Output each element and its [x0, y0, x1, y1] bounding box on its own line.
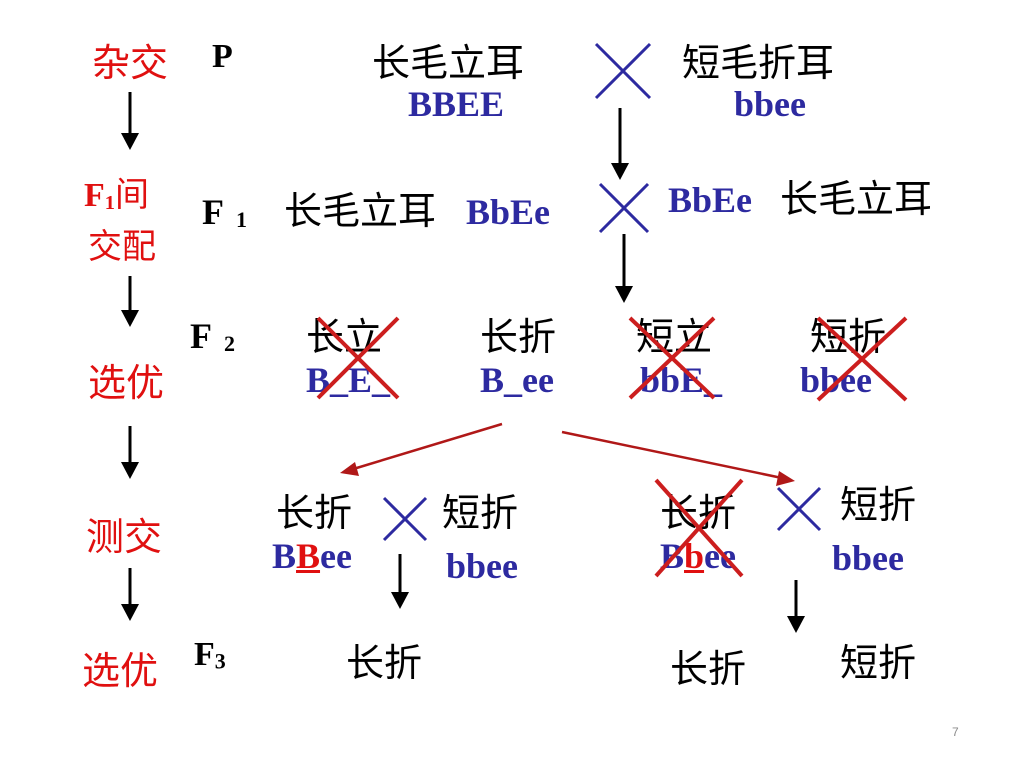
elimination-x-long-erect	[316, 316, 400, 400]
parent-right-genotype: bbee	[734, 84, 806, 124]
f1-right-phenotype: 长毛立耳	[780, 177, 933, 221]
cross-symbol-testcross-left	[382, 496, 428, 542]
step-arrow-2	[121, 276, 139, 327]
step-f1-mating: F1间	[84, 178, 149, 213]
generation-f1-sub: 1	[236, 207, 247, 233]
step-testcross: 测交	[86, 515, 163, 559]
testcross-left-genotype: BBee	[272, 538, 352, 574]
testcross-left-mate-genotype: bbee	[446, 546, 518, 586]
testcross-right-geno-highlight: b	[684, 536, 705, 576]
step-f1-mating-rest: 间	[114, 175, 149, 215]
f2-geno-long-folded: B_ee	[480, 360, 554, 400]
elimination-x-short-erect	[628, 316, 716, 400]
parent-left-phenotype: 长毛立耳	[372, 41, 525, 85]
generation-f1-letter: F	[202, 192, 224, 232]
step-f1-mating-line2: 交配	[88, 227, 156, 267]
arrow-testcross-left-to-f3	[391, 554, 409, 609]
step-select-2: 选优	[82, 649, 159, 693]
step-arrows	[121, 92, 139, 621]
generation-f3-sub: 3	[214, 648, 226, 674]
f2-pheno-long-erect: 长立	[306, 315, 383, 359]
generation-f3: F3	[194, 638, 226, 672]
testcross-left-geno-pre: B	[272, 536, 297, 576]
f1-right-genotype: BbEe	[668, 180, 753, 220]
step-arrow-3	[121, 426, 139, 479]
arrow-p-to-f1	[611, 108, 629, 180]
testcross-right-geno-post: ee	[704, 536, 737, 576]
generation-f3-letter: F	[194, 636, 215, 673]
selection-arrow-right	[561, 430, 795, 486]
f1-left-genotype: BbEe	[466, 192, 551, 232]
f2-pheno-long-folded: 长折	[480, 315, 557, 359]
testcross-right-mate-phenotype: 短折	[840, 483, 917, 527]
cross-symbol-f1	[598, 182, 650, 234]
testcross-left-geno-post: ee	[320, 536, 352, 576]
generation-f2-sub: 2	[224, 331, 235, 357]
elimination-x-testcross-right	[654, 478, 744, 578]
f3-right-offspring-short-folded: 短折	[840, 641, 917, 685]
step-arrow-4	[121, 568, 139, 621]
testcross-left-phenotype: 长折	[276, 491, 353, 535]
arrow-f1-to-f2	[615, 234, 633, 303]
cross-symbol-testcross-right	[776, 486, 822, 532]
testcross-left-mate-phenotype: 短折	[442, 491, 519, 535]
generation-p: P	[212, 38, 233, 75]
step-select-1: 选优	[88, 361, 165, 405]
step-f1-mating-sub: 1	[104, 192, 115, 215]
cross-symbol-p	[594, 42, 652, 100]
arrow-testcross-right-to-f3	[787, 580, 805, 633]
selection-arrow-left	[340, 422, 503, 476]
step-hybrid: 杂交	[92, 41, 169, 85]
f2-geno-short-folded: bbee	[800, 360, 872, 400]
parent-right-phenotype: 短毛折耳	[682, 41, 835, 85]
testcross-left-geno-highlight: B	[296, 536, 321, 576]
step-f1-mating-f: F	[84, 177, 105, 214]
page-number: 7	[952, 725, 959, 739]
f3-right-offspring-long-folded: 长折	[670, 647, 747, 691]
testcross-right-mate-genotype: bbee	[832, 538, 904, 578]
f3-left-offspring: 长折	[346, 641, 423, 685]
step-arrow-1	[121, 92, 139, 150]
generation-f2-letter: F	[190, 316, 212, 356]
parent-left-genotype: BBEE	[408, 84, 505, 124]
elimination-x-short-folded	[816, 316, 908, 402]
f1-left-phenotype: 长毛立耳	[284, 189, 437, 233]
